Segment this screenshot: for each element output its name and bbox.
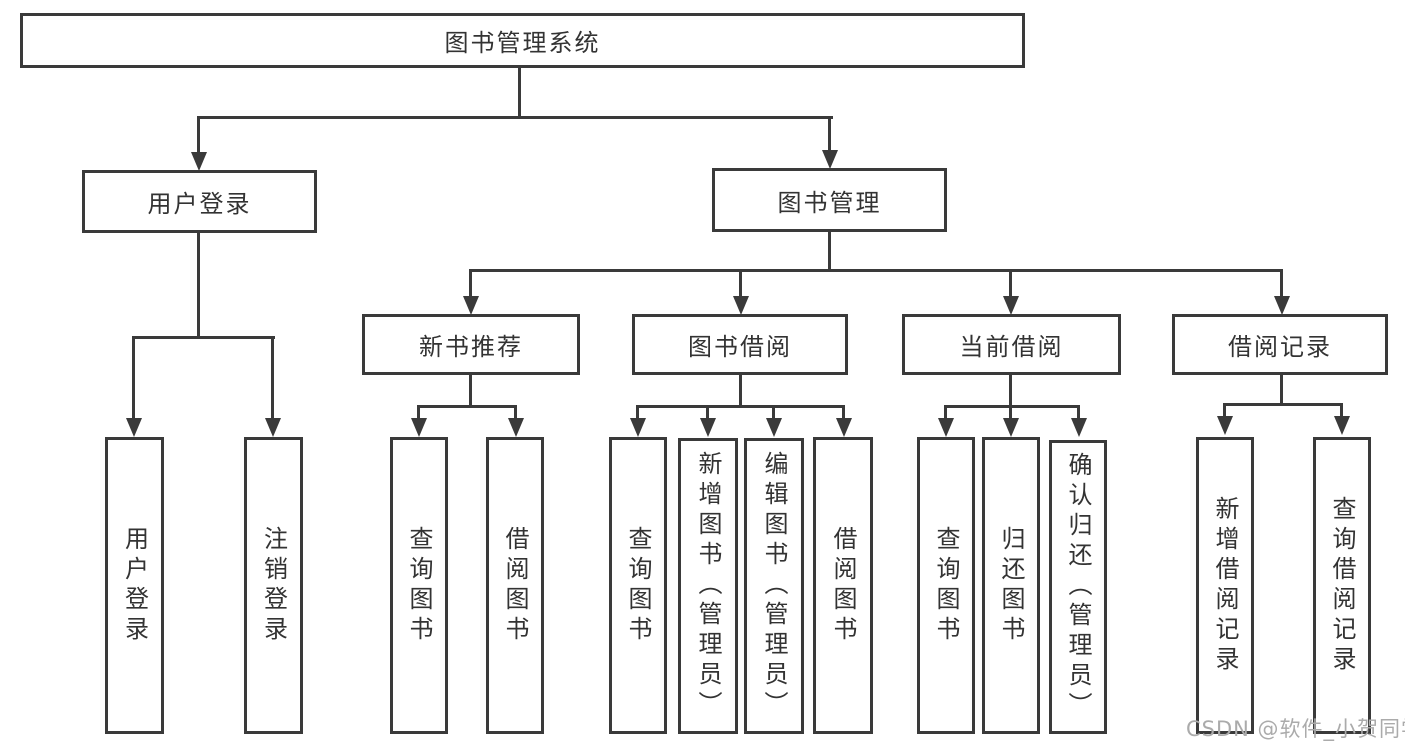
leaf-bb-query-books: 查询图书 [609, 437, 667, 734]
connector-bb-stem [739, 374, 742, 408]
leaf-bb-query-books-label: 查询图书 [624, 525, 652, 646]
arrow-down-icon [265, 418, 281, 437]
arrow-down-icon [463, 296, 479, 315]
arrow-down-icon [630, 418, 646, 437]
connector-user-login-drop-2 [271, 336, 274, 421]
arrow-down-icon [1003, 296, 1019, 315]
leaf-logout-login-label: 注销登录 [259, 525, 288, 646]
leaf-bb-borrow-books: 借阅图书 [813, 437, 873, 734]
leaf-cb-query-books: 查询图书 [917, 437, 975, 734]
connector-root-drop-left [197, 116, 200, 154]
leaf-nb-borrow-books-label: 借阅图书 [501, 525, 529, 646]
arrow-down-icon [836, 418, 852, 437]
arrow-down-icon [191, 152, 207, 171]
connector-level3-drop-2 [739, 269, 742, 298]
arrow-down-icon [822, 150, 838, 169]
leaf-logout-login: 注销登录 [244, 437, 303, 734]
leaf-bb-add-books-admin: 新增图书（管理员） [678, 438, 738, 734]
node-borrowing-records-label: 借阅记录 [1228, 333, 1332, 361]
leaf-cb-confirm-return-admin: 确认归还（管理员） [1049, 440, 1107, 734]
leaf-bb-add-books-admin-label: 新增图书（管理员） [694, 451, 722, 721]
connector-book-management-stem [828, 231, 831, 272]
connector-user-login-stem [197, 232, 200, 339]
node-current-borrowing: 当前借阅 [902, 314, 1121, 375]
arrow-down-icon [1071, 418, 1087, 437]
leaf-bb-edit-books-admin-label: 编辑图书（管理员） [760, 451, 788, 721]
connector-br-drop-2 [1340, 403, 1343, 417]
leaf-nb-query-books: 查询图书 [390, 437, 448, 734]
arrow-down-icon [766, 418, 782, 437]
node-book-borrowing: 图书借阅 [632, 314, 848, 375]
connector-root-bar [197, 116, 833, 119]
connector-level3-bar [469, 269, 1283, 272]
connector-br-drop-1 [1223, 403, 1226, 417]
node-book-management-label: 图书管理 [777, 188, 882, 217]
connector-br-bar [1223, 403, 1343, 406]
connector-cb-drop-2 [1009, 405, 1012, 421]
node-new-book-recommendation-label: 新书推荐 [419, 333, 523, 361]
node-new-book-recommendation: 新书推荐 [362, 314, 580, 375]
connector-nb-bar [417, 405, 517, 408]
node-book-management: 图书管理 [712, 168, 947, 232]
connector-bb-drop-4 [842, 405, 845, 421]
leaf-br-add-record-label: 新增借阅记录 [1211, 495, 1239, 676]
arrow-down-icon [1217, 416, 1233, 435]
leaf-cb-return-books: 归还图书 [982, 437, 1040, 734]
connector-root-stem [518, 66, 521, 118]
node-borrowing-records: 借阅记录 [1172, 314, 1388, 375]
connector-cb-drop-1 [944, 405, 947, 421]
node-current-borrowing-label: 当前借阅 [959, 333, 1064, 361]
leaf-br-query-record: 查询借阅记录 [1313, 437, 1371, 734]
leaf-user-login: 用户登录 [105, 437, 164, 734]
arrow-down-icon [126, 418, 142, 437]
connector-user-login-bar [132, 336, 275, 339]
connector-bb-drop-1 [636, 405, 639, 421]
leaf-nb-query-books-label: 查询图书 [405, 525, 433, 646]
arrow-down-icon [938, 418, 954, 437]
leaf-cb-return-books-label: 归还图书 [997, 525, 1025, 646]
arrow-down-icon [1274, 296, 1290, 315]
leaf-bb-borrow-books-label: 借阅图书 [829, 525, 857, 646]
leaf-nb-borrow-books: 借阅图书 [486, 437, 544, 734]
arrow-down-icon [733, 296, 749, 315]
connector-bb-bar [636, 405, 845, 408]
connector-nb-stem [469, 374, 472, 408]
connector-br-stem [1280, 374, 1283, 406]
leaf-cb-query-books-label: 查询图书 [932, 525, 960, 646]
leaf-br-add-record: 新增借阅记录 [1196, 437, 1254, 734]
connector-cb-bar [944, 405, 1080, 408]
arrow-down-icon [700, 418, 716, 437]
leaf-br-query-record-label: 查询借阅记录 [1328, 495, 1356, 676]
node-user-login-label: 用户登录 [147, 190, 252, 218]
arrow-down-icon [1003, 418, 1019, 437]
connector-nb-drop-2 [514, 405, 517, 421]
leaf-user-login-label: 用户登录 [120, 525, 149, 646]
connector-user-login-drop-1 [132, 336, 135, 421]
node-root: 图书管理系统 [20, 13, 1025, 68]
arrow-down-icon [1334, 416, 1350, 435]
connector-level3-drop-1 [469, 269, 472, 298]
connector-bb-drop-3 [772, 405, 775, 421]
connector-level3-drop-4 [1280, 269, 1283, 298]
connector-root-drop-right [828, 116, 831, 152]
connector-cb-stem [1009, 374, 1012, 408]
leaf-cb-confirm-return-admin-label: 确认归还（管理员） [1064, 452, 1092, 722]
arrow-down-icon [411, 418, 427, 437]
connector-level3-drop-3 [1009, 269, 1012, 298]
arrow-down-icon [508, 418, 524, 437]
connector-bb-drop-2 [706, 405, 709, 421]
node-user-login: 用户登录 [82, 170, 317, 233]
node-root-label: 图书管理系统 [444, 29, 601, 57]
node-book-borrowing-label: 图书借阅 [688, 333, 792, 361]
csdn-watermark: CSDN @软件_小贺同学 [1186, 717, 1405, 741]
leaf-bb-edit-books-admin: 编辑图书（管理员） [744, 438, 804, 734]
connector-cb-drop-3 [1077, 405, 1080, 421]
connector-nb-drop-1 [417, 405, 420, 421]
